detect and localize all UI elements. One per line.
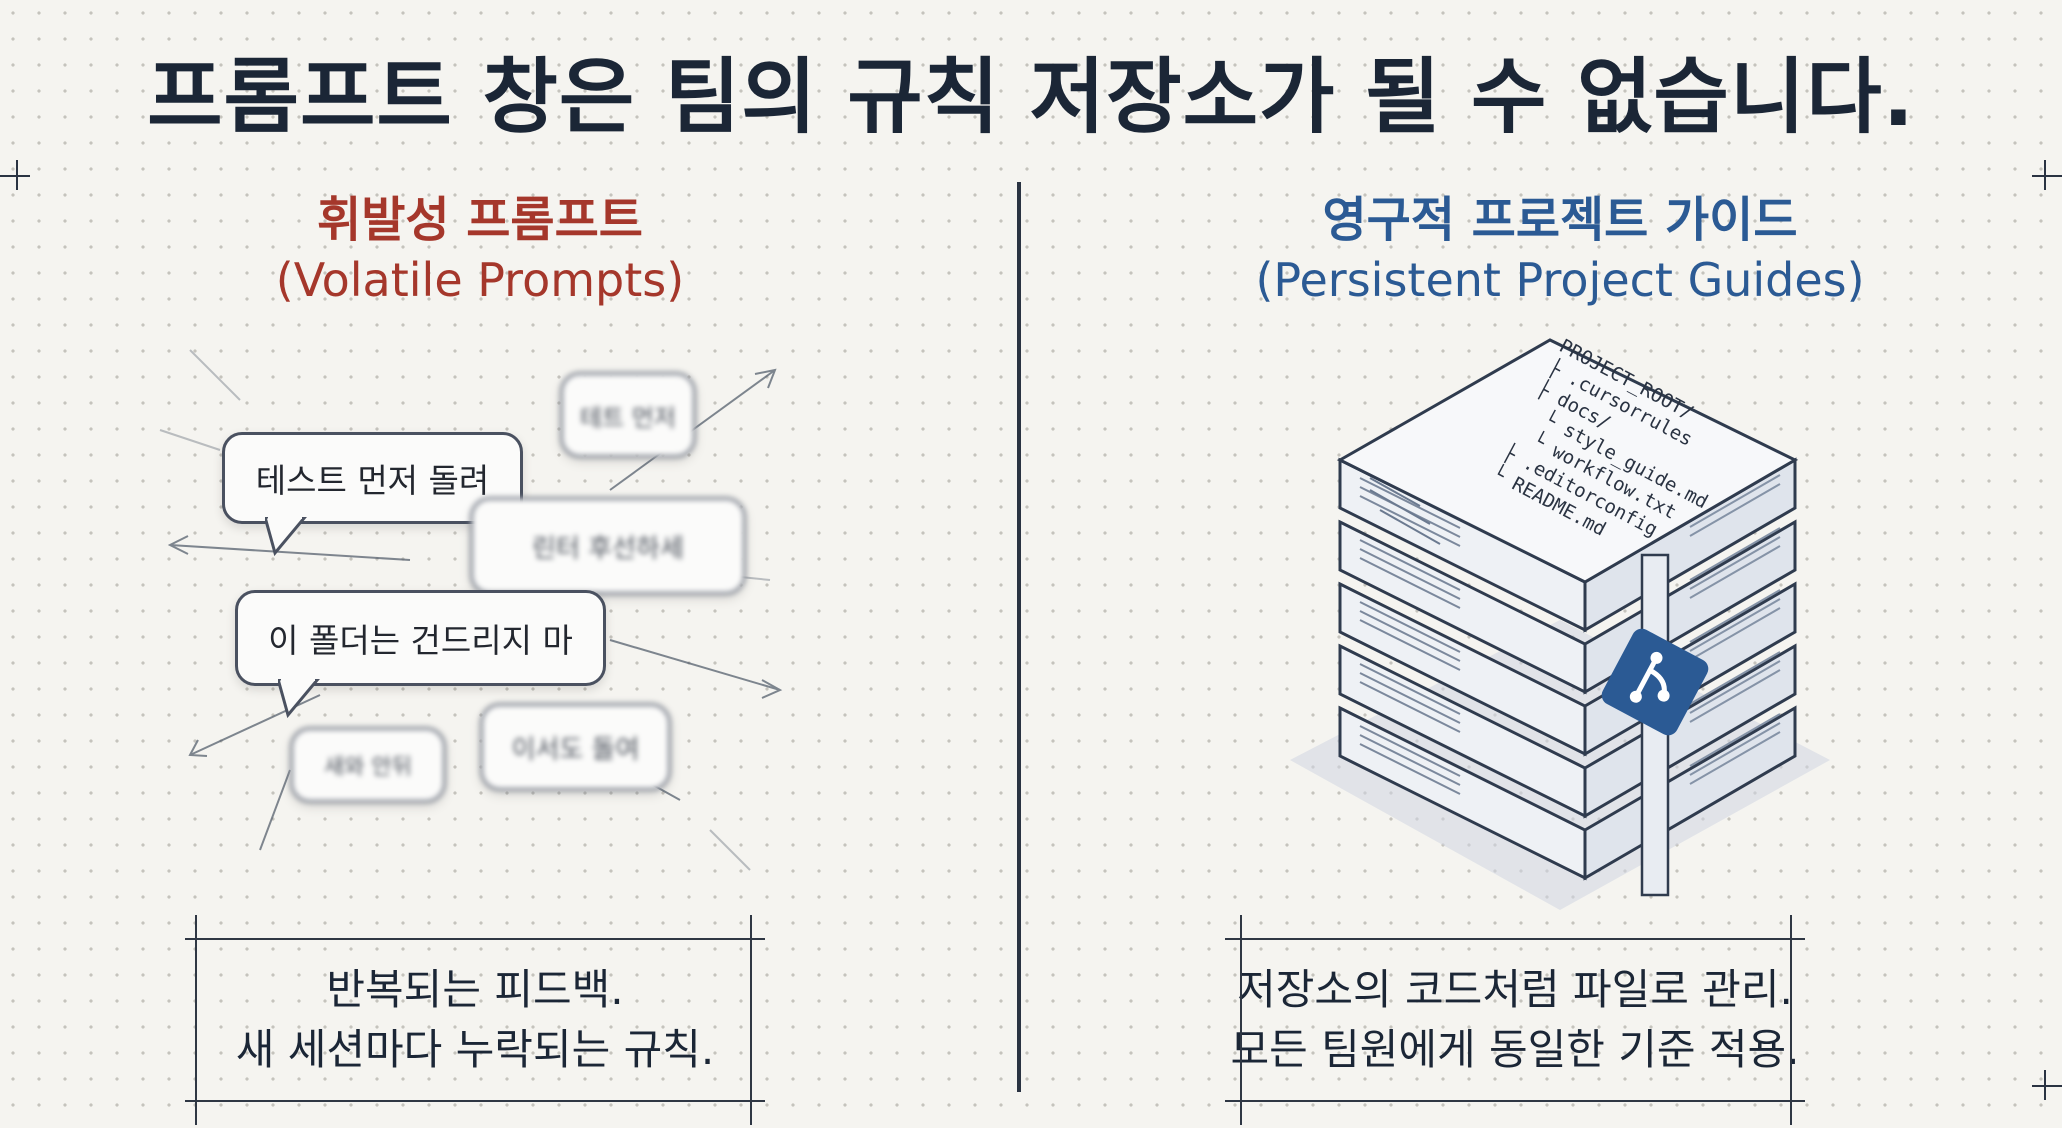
- git-branch-icon: [1601, 628, 1709, 736]
- crop-mark: [2032, 1085, 2062, 1087]
- crop-mark: [2032, 175, 2062, 177]
- crop-mark: [2044, 1070, 2046, 1100]
- caption-frame-tick: [1790, 915, 1792, 1125]
- document-layer: [1338, 705, 1797, 881]
- crop-mark: [0, 175, 30, 177]
- speech-bubble-text: 이서도 돌여: [511, 734, 640, 765]
- speech-bubble: 이 폴더는 건드리지 마: [235, 590, 606, 719]
- speech-bubble: 새와 안뒤: [290, 727, 446, 803]
- speech-bubble-text: 이 폴더는 건드리지 마: [268, 621, 573, 660]
- speech-bubble-text: 린터 후선하세: [532, 533, 684, 564]
- speech-bubble: 테스트 먼저 돌려: [222, 432, 523, 557]
- crop-mark: [2044, 160, 2046, 190]
- volatile-heading-ko: 휘발성 프롬프트: [317, 192, 643, 248]
- caption-line: 저장소의 코드처럼 파일로 관리.: [1237, 965, 1793, 1014]
- crop-mark: [16, 160, 18, 190]
- caption-line: 모든 팀원에게 동일한 기준 적용.: [1230, 1025, 1800, 1074]
- document-stack-illustration: PROJECT_ROOT/ ├ .cursorrules ├ docs/ └ s…: [1290, 335, 1830, 910]
- caption-frame-tick: [195, 915, 197, 1125]
- document-layer: [1338, 643, 1797, 819]
- top-sheet: PROJECT_ROOT/ ├ .cursorrules ├ docs/ └ s…: [1336, 335, 1799, 584]
- center-divider: [1017, 182, 1021, 1092]
- volatile-caption: 반복되는 피드백. 새 세션마다 누락되는 규칙.: [185, 938, 765, 1102]
- caption-line: 새 세션마다 누락되는 규칙.: [235, 1025, 715, 1074]
- bubble-tail: [278, 679, 320, 719]
- speech-bubble: 린터 후선하세: [470, 497, 746, 595]
- persistent-heading-ko: 영구적 프로젝트 가이드: [1322, 192, 1798, 248]
- volatile-heading-en: (Volatile Prompts): [275, 253, 685, 307]
- persistent-heading-en: (Persistent Project Guides): [1255, 253, 1865, 307]
- caption-frame-tick: [1240, 915, 1242, 1125]
- bubble-tail: [265, 517, 307, 557]
- page-title: 프롬프트 창은 팀의 규칙 저장소가 될 수 없습니다.: [147, 50, 1915, 145]
- speech-bubble-text: 새와 안뒤: [324, 755, 412, 780]
- speech-bubble-text: 테트 먼저: [580, 403, 676, 432]
- persistent-caption: 저장소의 코드처럼 파일로 관리. 모든 팀원에게 동일한 기준 적용.: [1225, 938, 1805, 1102]
- caption-frame-tick: [750, 915, 752, 1125]
- persistent-heading: 영구적 프로젝트 가이드 (Persistent Project Guides): [1150, 190, 1970, 310]
- speech-bubble: 이서도 돌여: [480, 703, 671, 791]
- caption-line: 반복되는 피드백.: [326, 965, 624, 1014]
- speech-bubble-text: 테스트 먼저 돌려: [255, 461, 490, 500]
- volatile-heading: 휘발성 프롬프트 (Volatile Prompts): [180, 190, 780, 310]
- speech-bubble: 테트 먼저: [560, 372, 696, 458]
